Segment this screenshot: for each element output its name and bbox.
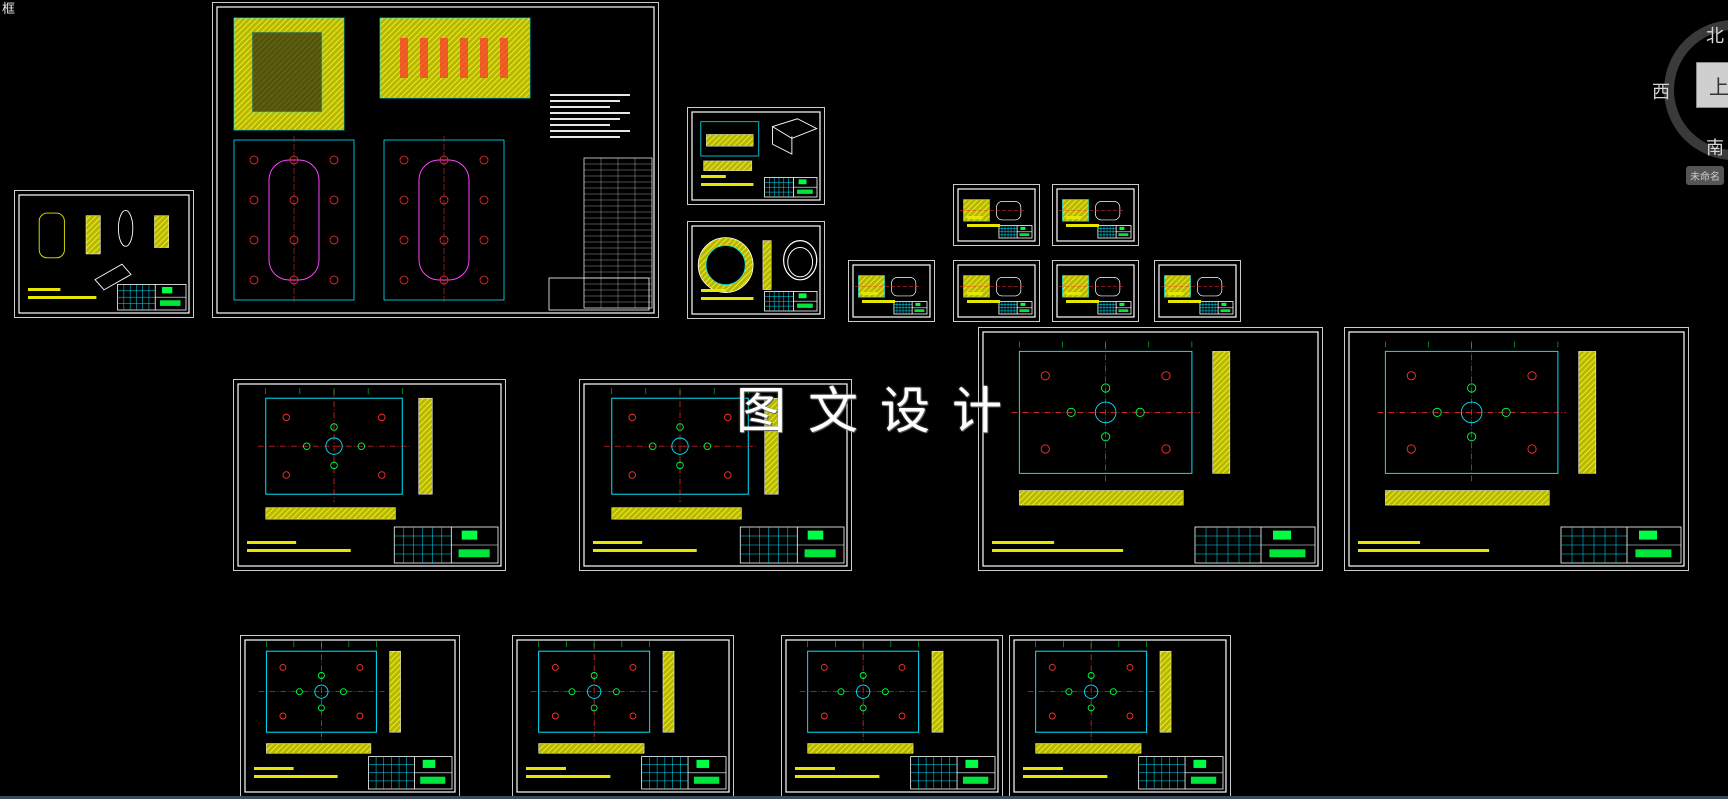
wcs-menu[interactable]: 未命名	[1686, 166, 1724, 185]
scrollbar-bottom[interactable]	[0, 796, 1728, 799]
watermark: 图文设计	[700, 362, 1060, 452]
drawing-sheet-s2[interactable]	[212, 2, 659, 318]
viewcube-south[interactable]: 南	[1706, 138, 1724, 159]
drawing-sheet-s9[interactable]	[1052, 260, 1139, 322]
drawing-mini	[1154, 260, 1241, 322]
drawing-part-3d	[687, 107, 825, 205]
drawing-ring	[687, 221, 825, 319]
drawing-sheet-s3[interactable]	[687, 107, 825, 205]
corner-label: 框	[2, 2, 16, 17]
drawing-sheet-s1[interactable]	[14, 190, 194, 318]
drawing-plate-large	[978, 327, 1323, 571]
drawing-sheet-s4[interactable]	[687, 221, 825, 319]
drawing-sheet-s6[interactable]	[953, 184, 1040, 246]
drawing-plate	[233, 379, 506, 571]
drawing-sheet-s17[interactable]	[781, 635, 1003, 797]
drawing-mini	[848, 260, 935, 322]
drawing-plate	[579, 379, 852, 571]
drawing-plate-bottom	[512, 635, 734, 797]
viewcube-west[interactable]: 西	[1652, 82, 1670, 103]
drawing-sheet-s12[interactable]	[579, 379, 852, 571]
drawing-part-small	[14, 190, 194, 318]
watermark-text: 图文设计	[736, 382, 1024, 440]
drawing-sheet-s7[interactable]	[1052, 184, 1139, 246]
viewcube[interactable]: 北 西 上 南 未命名	[1648, 10, 1728, 190]
drawing-mini	[1052, 260, 1139, 322]
drawing-plate-bottom	[781, 635, 1003, 797]
drawing-plate-bottom	[240, 635, 460, 797]
drawing-mini	[953, 184, 1040, 246]
drawing-mini	[1052, 184, 1139, 246]
drawing-assembly	[212, 2, 659, 318]
drawing-sheet-s8[interactable]	[953, 260, 1040, 322]
viewcube-top-face[interactable]: 上	[1696, 62, 1728, 108]
drawing-sheet-s10[interactable]	[1154, 260, 1241, 322]
drawing-sheet-s15[interactable]	[240, 635, 460, 797]
drawing-sheet-s18[interactable]	[1009, 635, 1231, 797]
drawing-sheet-s5[interactable]	[848, 260, 935, 322]
drawing-sheet-s13[interactable]	[978, 327, 1323, 571]
viewcube-north[interactable]: 北	[1706, 26, 1724, 47]
drawing-mini	[953, 260, 1040, 322]
drawing-sheet-s11[interactable]	[233, 379, 506, 571]
drawing-plate-bottom	[1009, 635, 1231, 797]
drawing-sheet-s16[interactable]	[512, 635, 734, 797]
drawing-sheet-s14[interactable]	[1344, 327, 1689, 571]
drawing-plate-large	[1344, 327, 1689, 571]
